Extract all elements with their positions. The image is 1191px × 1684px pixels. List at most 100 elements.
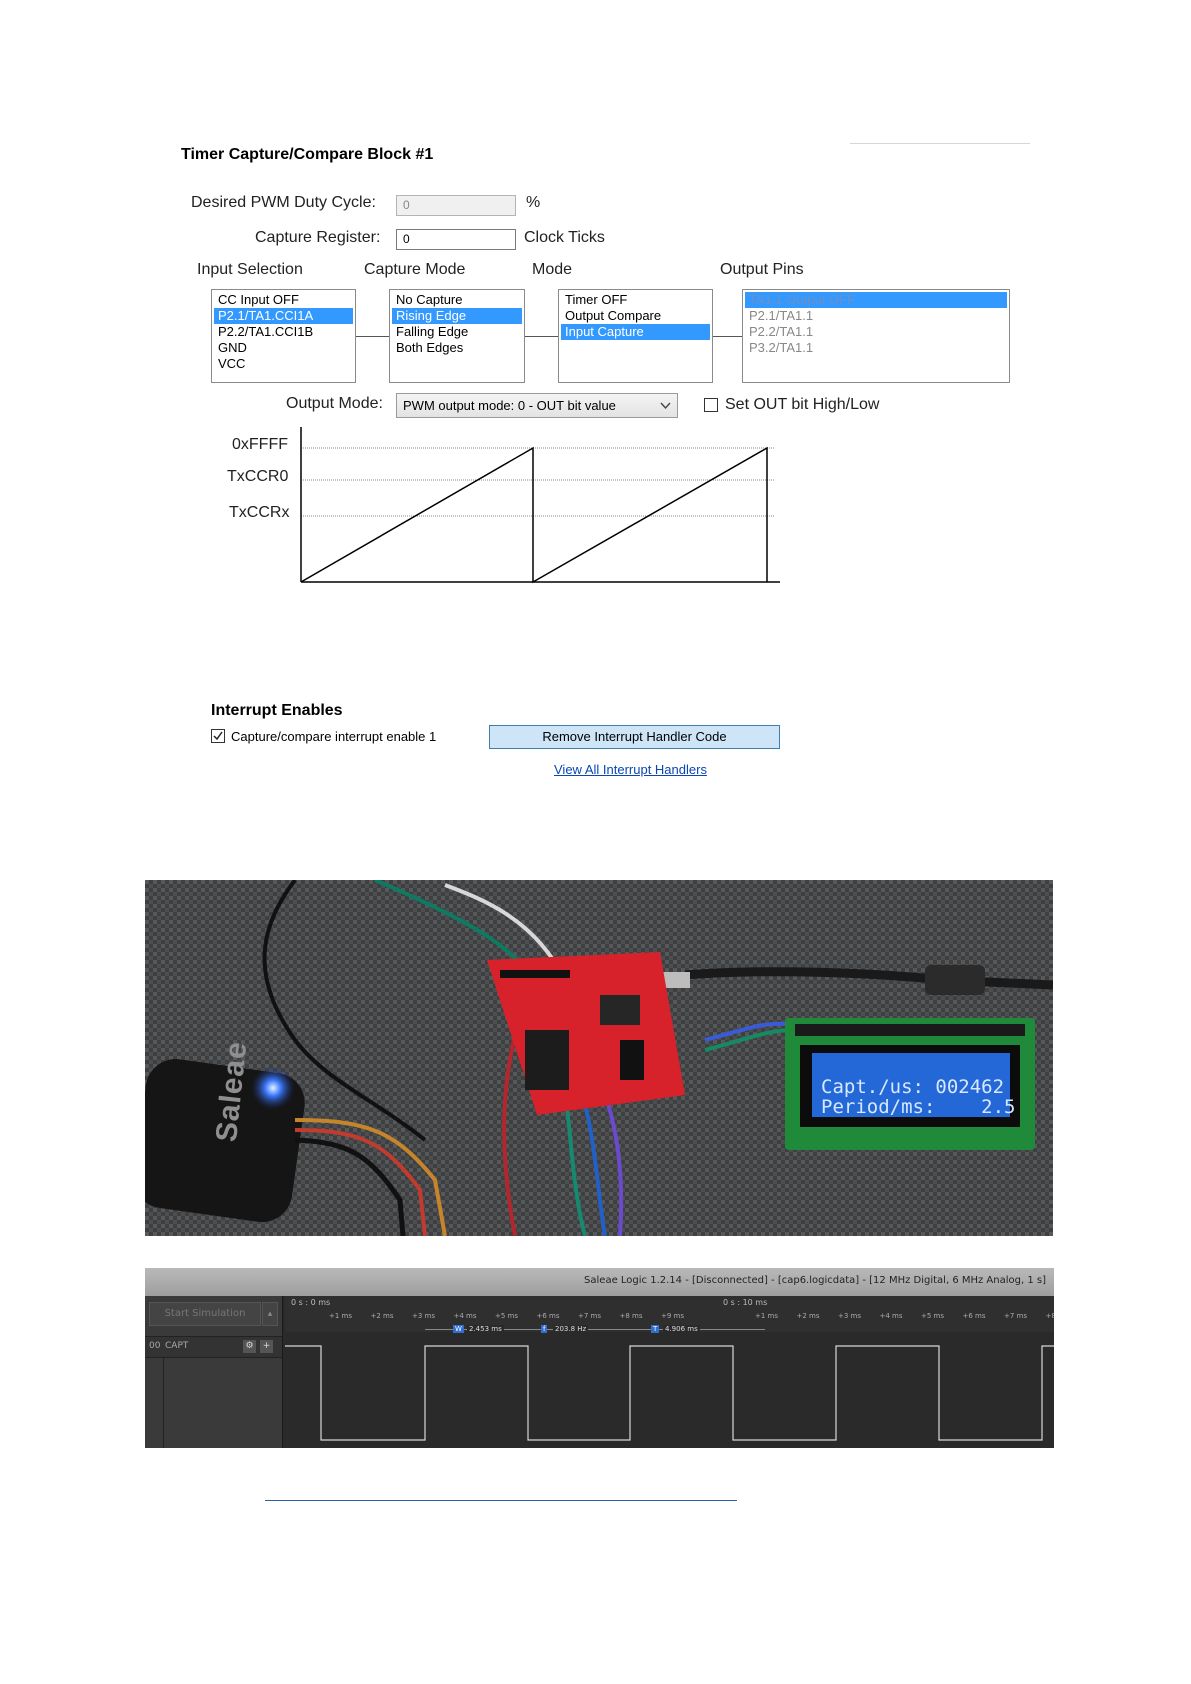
connector-line-1	[356, 336, 389, 337]
interrupt-enable-checkbox[interactable]	[211, 729, 225, 743]
logic-sidebar: Start Simulation ▴ 00 CAPT ⚙ +	[145, 1296, 283, 1448]
pwm-duty-input[interactable]: 0	[396, 195, 516, 216]
view-handlers-link[interactable]: View All Interrupt Handlers	[554, 762, 707, 777]
mode-item[interactable]: Input Capture	[561, 324, 710, 340]
add-analyzer-icon[interactable]: +	[260, 1340, 273, 1353]
interrupt-enable-label: Capture/compare interrupt enable 1	[231, 729, 437, 744]
time-tick-label: +2 ms	[796, 1312, 820, 1320]
capture-register-input[interactable]: 0	[396, 229, 516, 250]
measure-line	[425, 1329, 765, 1330]
channel-side-column	[145, 1358, 164, 1448]
photo-scene	[145, 880, 1053, 1236]
period-value: 4.906 ms	[663, 1325, 700, 1333]
output-pins-item[interactable]: P2.2/TA1.1	[749, 324, 814, 339]
time-tick-label: +8	[1045, 1312, 1055, 1320]
input-selection-item[interactable]: GND	[218, 340, 247, 355]
output-pins-header: Output Pins	[720, 261, 804, 278]
time-tick-label: +5 ms	[921, 1312, 945, 1320]
time-tick-label: +4 ms	[879, 1312, 903, 1320]
top-rule	[850, 143, 1030, 144]
lcd-module	[785, 1018, 1035, 1150]
time-tick-label: +6 ms	[536, 1312, 560, 1320]
graph-label-ffff: 0xFFFF	[232, 436, 288, 453]
freq-badge: f	[541, 1325, 548, 1333]
footer-link-underline	[265, 1500, 737, 1501]
mode-item[interactable]: Output Compare	[565, 308, 662, 323]
graph-label-ccrx: TxCCRx	[229, 504, 290, 521]
timer-sawtooth-graph	[300, 427, 780, 584]
lcd-line-2: Period/ms: 2.5	[821, 1096, 1016, 1118]
output-mode-label: Output Mode:	[286, 395, 383, 412]
width-badge: W	[453, 1325, 464, 1333]
gear-icon[interactable]: ⚙	[243, 1340, 256, 1353]
capture-mode-item[interactable]: Falling Edge	[396, 324, 469, 339]
set-out-label: Set OUT bit High/Low	[725, 396, 880, 413]
input-selection-item[interactable]: P2.2/TA1.CCI1B	[218, 324, 314, 339]
lcd-line-1: Capt./us: 002462	[821, 1076, 1005, 1098]
capture-mode-item[interactable]: Rising Edge	[392, 308, 522, 324]
remove-interrupt-label: Remove Interrupt Handler Code	[542, 729, 727, 744]
time-tick-label: +5 ms	[495, 1312, 519, 1320]
capture-mode-item[interactable]: No Capture	[396, 292, 463, 307]
time-tick-label: +3 ms	[412, 1312, 436, 1320]
time-left-label: 0 s : 0 ms	[291, 1298, 331, 1307]
pwm-duty-label: Desired PWM Duty Cycle:	[191, 194, 376, 211]
measurement-bar: W 2.453 ms f 203.8 Hz T 4.906 ms	[425, 1325, 825, 1334]
start-simulation-button[interactable]: Start Simulation	[149, 1302, 261, 1326]
hardware-photo: Saleae Capt./us: 002462 Period/ms: 2.5	[145, 880, 1053, 1236]
logic-analyzer-window: Saleae Logic 1.2.14 - [Disconnected] - […	[145, 1268, 1054, 1448]
capt-waveform	[285, 1345, 1054, 1441]
saleae-analyzer	[145, 1059, 447, 1236]
time-tick-label: +4 ms	[453, 1312, 477, 1320]
time-tick-label: +7 ms	[578, 1312, 602, 1320]
freq-value: 203.8 Hz	[553, 1325, 589, 1333]
input-selection-item[interactable]: P2.1/TA1.CCI1A	[214, 308, 353, 324]
output-mode-value: PWM output mode: 0 - OUT bit value	[403, 398, 616, 413]
remove-interrupt-button[interactable]: Remove Interrupt Handler Code	[489, 725, 780, 749]
ticks-right: +1 ms+2 ms+3 ms+4 ms+5 ms+6 ms+7 ms+8	[755, 1312, 1054, 1324]
launchpad-board	[487, 952, 685, 1115]
time-tick-label: +2 ms	[370, 1312, 394, 1320]
period-badge: T	[651, 1325, 660, 1333]
time-tick-label: +8 ms	[619, 1312, 643, 1320]
output-pins-item[interactable]: P3.2/TA1.1	[749, 340, 814, 355]
connector-line-2	[525, 336, 558, 337]
checkmark-icon	[213, 731, 223, 741]
channel-number: 00	[149, 1341, 161, 1351]
graph-label-ccr0: TxCCR0	[227, 468, 289, 485]
timer-block-title: Timer Capture/Compare Block #1	[181, 146, 434, 163]
interrupts-title: Interrupt Enables	[211, 702, 343, 719]
mode-item[interactable]: Timer OFF	[565, 292, 628, 307]
output-mode-select[interactable]: PWM output mode: 0 - OUT bit value	[396, 393, 678, 418]
input-selection-item[interactable]: CC Input OFF	[218, 292, 299, 307]
time-right-label: 0 s : 10 ms	[723, 1298, 768, 1307]
capture-mode-header: Capture Mode	[364, 261, 466, 278]
input-selection-item[interactable]: VCC	[218, 356, 246, 371]
mode-header: Mode	[532, 261, 573, 278]
output-pins-item[interactable]: TA1.1 Output OFF	[745, 292, 1007, 308]
capture-mode-item[interactable]: Both Edges	[396, 340, 464, 355]
start-dropdown-button[interactable]: ▴	[262, 1302, 278, 1326]
time-tick-label: +7 ms	[1004, 1312, 1028, 1320]
ticks-left: +1 ms +2 ms +3 ms +4 ms +5 ms +6 ms +7 ms +8 ms…	[329, 1312, 709, 1324]
output-pins-item[interactable]: P2.1/TA1.1	[749, 308, 814, 323]
start-simulation-label: Start Simulation	[164, 1308, 246, 1319]
channel-name: CAPT	[165, 1341, 189, 1351]
time-tick-label: +6 ms	[962, 1312, 986, 1320]
time-tick-label: +1 ms	[329, 1312, 353, 1320]
pwm-unit-label: %	[526, 194, 541, 211]
logic-titlebar: Saleae Logic 1.2.14 - [Disconnected] - […	[145, 1268, 1054, 1296]
logic-title: Saleae Logic 1.2.14 - [Disconnected] - […	[584, 1275, 1046, 1286]
clock-ticks-label: Clock Ticks	[524, 229, 605, 246]
time-ruler: 0 s : 0 ms 0 s : 10 ms +1 ms +2 ms +3 ms +4…	[285, 1296, 1054, 1334]
time-tick-label: +9 ms	[661, 1312, 685, 1320]
width-value: 2.453 ms	[467, 1325, 504, 1333]
time-tick-label: +3 ms	[838, 1312, 862, 1320]
set-out-checkbox[interactable]	[704, 398, 718, 412]
capture-register-label: Capture Register:	[255, 229, 381, 246]
channel-row[interactable]: 00 CAPT ⚙ +	[145, 1336, 282, 1358]
